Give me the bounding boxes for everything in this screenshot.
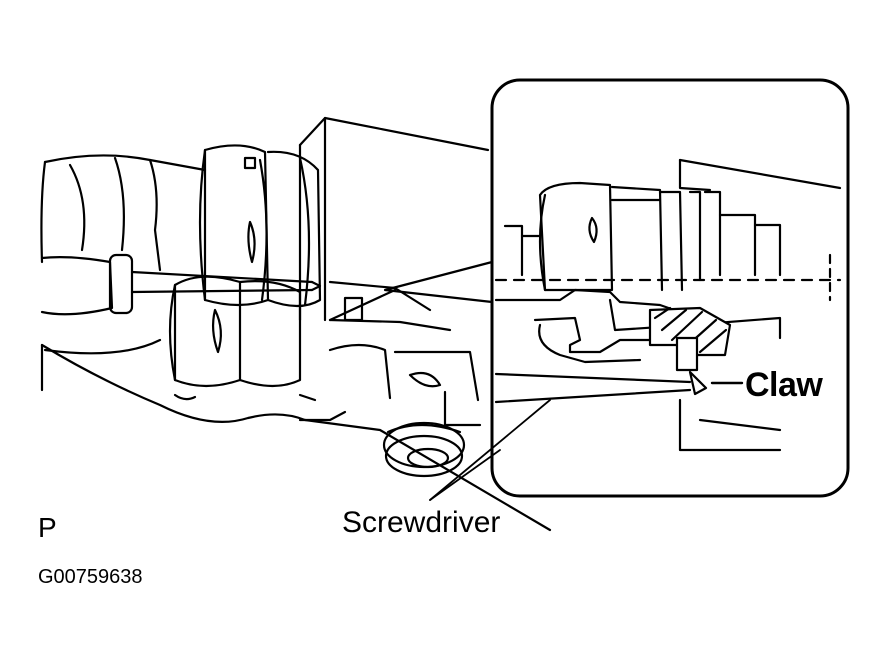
- figure-code: G00759638: [38, 566, 143, 588]
- screwdriver-main: [40, 253, 322, 316]
- screwdriver-leaders: [429, 399, 551, 501]
- view-label: P: [38, 512, 57, 543]
- main-assembly: [40, 116, 552, 532]
- inset-internals: [494, 158, 842, 452]
- detail-inset: [490, 78, 850, 498]
- screwdriver-callout: Screwdriver: [342, 506, 501, 539]
- claw-callout: Claw: [745, 366, 823, 404]
